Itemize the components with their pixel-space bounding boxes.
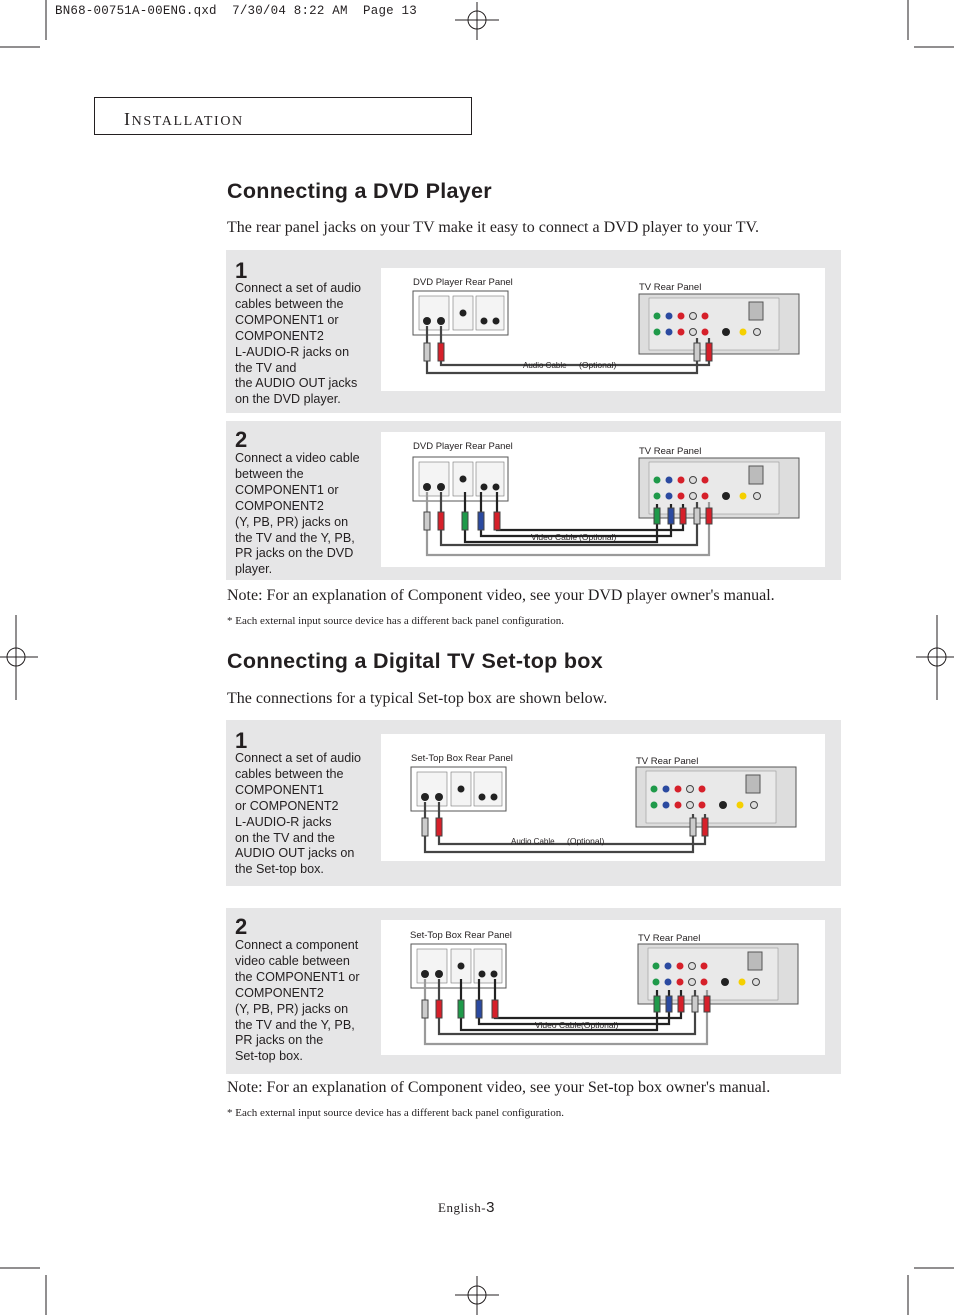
step-number: 1 [235, 258, 248, 283]
step-text: Connect a component video cable between … [235, 938, 380, 1065]
step-number: 1 [235, 728, 248, 753]
step-line: the AUDIO OUT jacks [235, 376, 358, 391]
step-line: PR jacks on the DVD [235, 546, 354, 561]
step-line: COMPONENT1 or [235, 482, 339, 497]
stb-footnote: * Each external input source device has … [227, 1107, 564, 1119]
step-line: the TV and the Y, PB, [235, 1017, 355, 1032]
step-line: (Y, PB, PR) jacks on [235, 514, 349, 529]
optional-label: (Optional) [567, 836, 604, 846]
section-header: INSTALLATION [124, 109, 244, 130]
step-line: PR jacks on the [235, 1033, 324, 1048]
step-text: Connect a video cable between the COMPON… [235, 451, 380, 578]
step-line: between the [235, 466, 304, 481]
step-line: cables between the [235, 766, 344, 781]
tv-panel-icon [635, 766, 797, 828]
stb-intro: The connections for a typical Set-top bo… [227, 690, 608, 707]
step-line: COMPONENT1 or [235, 312, 339, 327]
step-text: Connect a set of audio cables between th… [235, 281, 380, 408]
step-line: L-AUDIO-R jacks [235, 814, 332, 829]
cable-label: Video Cable [531, 532, 577, 542]
footer-language: English- [438, 1200, 487, 1215]
step-line: or COMPONENT2 [235, 798, 339, 813]
dvd-note: Note: For an explanation of Component vi… [227, 587, 775, 604]
cable-label: Audio Cable [523, 361, 567, 370]
stb-step-2-panel: 2 Connect a component video cable betwee… [226, 908, 841, 1074]
step-line: the TV and [235, 360, 297, 375]
stb-title: Connecting a Digital TV Set-top box [227, 649, 603, 673]
step-line: Set-top box. [235, 1049, 303, 1064]
stb-note: Note: For an explanation of Component vi… [227, 1079, 771, 1096]
page-footer: English-3 [438, 1199, 495, 1216]
print-slug: BN68-00751A-00ENG.qxd 7/30/04 8:22 AM Pa… [55, 4, 417, 18]
dvd-title: Connecting a DVD Player [227, 179, 492, 203]
source-panel-label: DVD Player Rear Panel [413, 277, 513, 288]
step-line: L-AUDIO-R jacks on [235, 344, 350, 359]
connection-diagram: Set-Top Box Rear Panel TV Rear Panel [381, 920, 825, 1055]
step-line: Connect a set of audio [235, 281, 362, 295]
section-header-box [94, 97, 472, 135]
connection-diagram: Set-Top Box Rear Panel TV Rear Panel [381, 734, 825, 861]
tv-panel-label: TV Rear Panel [639, 446, 701, 457]
tv-panel-label: TV Rear Panel [636, 756, 698, 767]
step-line: Connect a video cable [235, 451, 360, 465]
page-number: 3 [486, 1199, 495, 1216]
dvd-intro: The rear panel jacks on your TV make it … [227, 219, 759, 236]
step-line: COMPONENT2 [235, 328, 324, 343]
tv-panel-icon [638, 293, 800, 355]
tv-panel-icon [638, 457, 800, 519]
step-text: Connect a set of audio cables between th… [235, 751, 380, 878]
section-header-cap: I [124, 109, 132, 129]
source-panel-icon [412, 290, 509, 336]
source-panel-icon [412, 456, 509, 502]
step-number: 2 [235, 914, 248, 939]
cable-label: Audio Cable [511, 837, 555, 846]
connection-diagram: DVD Player Rear Panel TV Rear Panel [381, 432, 825, 567]
step-line: AUDIO OUT jacks on [235, 846, 355, 861]
cable-label: Video Cable [535, 1020, 581, 1030]
source-panel-label: DVD Player Rear Panel [413, 441, 513, 452]
step-line: on the DVD player. [235, 392, 341, 407]
source-panel-label: Set-Top Box Rear Panel [411, 753, 513, 764]
source-panel-icon [410, 766, 507, 812]
step-number: 2 [235, 427, 248, 452]
step-line: cables between the [235, 296, 344, 311]
dvd-step-2-panel: 2 Connect a video cable between the COMP… [226, 421, 841, 580]
step-line: COMPONENT1 [235, 782, 324, 797]
optional-label: (Optional) [581, 1020, 618, 1030]
dvd-footnote: * Each external input source device has … [227, 615, 564, 627]
source-panel-label: Set-Top Box Rear Panel [410, 930, 512, 941]
tv-panel-label: TV Rear Panel [639, 282, 701, 293]
step-line: player. [235, 562, 273, 577]
connection-diagram: DVD Player Rear Panel TV Rear Panel [381, 268, 825, 391]
source-panel-icon [410, 943, 507, 989]
dvd-step-1-panel: 1 Connect a set of audio cables between … [226, 250, 841, 413]
stb-step-1-panel: 1 Connect a set of audio cables between … [226, 720, 841, 886]
step-line: video cable between [235, 953, 350, 968]
step-line: COMPONENT2 [235, 498, 324, 513]
step-line: the COMPONENT1 or [235, 969, 360, 984]
tv-panel-icon [637, 943, 799, 1005]
step-line: the Set-top box. [235, 862, 324, 877]
step-line: Connect a set of audio [235, 751, 362, 765]
tv-panel-label: TV Rear Panel [638, 933, 700, 944]
optional-label: (Optional) [579, 360, 616, 370]
section-header-rest: NSTALLATION [131, 114, 244, 129]
step-line: Connect a component [235, 938, 359, 952]
step-line: on the TV and the [235, 830, 335, 845]
optional-label: (Optional) [579, 532, 616, 542]
step-line: (Y, PB, PR) jacks on [235, 1001, 349, 1016]
step-line: the TV and the Y, PB, [235, 530, 355, 545]
step-line: COMPONENT2 [235, 985, 324, 1000]
